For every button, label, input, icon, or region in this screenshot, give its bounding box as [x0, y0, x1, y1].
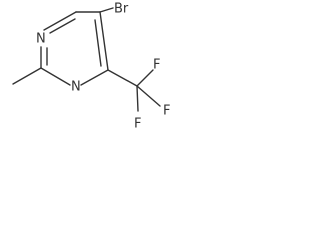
atom-label-nitrogen-bottom: N — [71, 80, 81, 95]
bond-n1-c6 — [43, 11, 77, 31]
bond-n3-c2 — [40, 67, 71, 86]
bond-c4-n3 — [80, 69, 109, 86]
bond-n1-c6-inner — [49, 18, 76, 34]
bond-cf3-f1 — [136, 69, 154, 87]
bond-cf3-f2 — [136, 85, 161, 107]
bond-c5-c4 — [99, 11, 109, 71]
atom-label-fluorine-2: F — [163, 104, 170, 119]
atom-label-fluorine-3: F — [134, 117, 141, 132]
bond-c5-c4-inner — [94, 19, 102, 67]
bond-c4-cf3 — [107, 69, 138, 87]
atom-label-bromine: Br — [114, 2, 129, 17]
bond-c5-br — [99, 7, 114, 13]
atom-label-nitrogen-top: N — [36, 32, 46, 47]
bond-cf3-f3 — [136, 85, 139, 112]
atom-label-fluorine-1: F — [153, 58, 160, 73]
chemical-structure-diagram: Br N N F F F — [12, 2, 170, 132]
bond-c2-methyl — [12, 67, 42, 85]
